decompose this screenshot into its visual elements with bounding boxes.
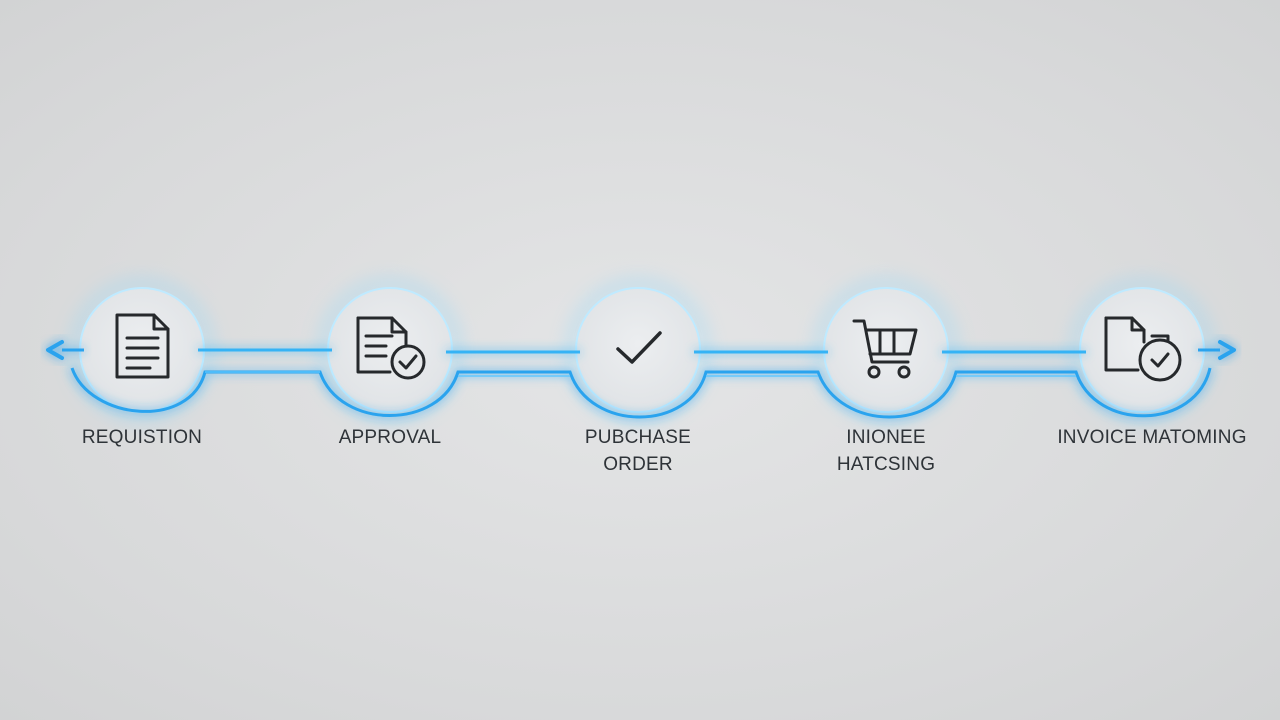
- step-label-4: INIONEE HATCSING: [836, 427, 936, 475]
- connector-lines: [70, 348, 1212, 419]
- shopping-cart-icon: [852, 319, 918, 379]
- step-label-1: REQUISTION: [81, 427, 203, 448]
- invoice-clock-check-icon: [1104, 316, 1182, 382]
- step-label-2: APPROVAL: [338, 427, 442, 448]
- step-label-3: PUBCHASE ORDER: [584, 427, 692, 475]
- step-label-5: INVOICE MATOMING: [1057, 427, 1247, 448]
- left-arrow-icon: [46, 340, 84, 360]
- document-icon: [115, 313, 170, 379]
- checkmark-icon: [616, 331, 662, 364]
- right-arrow-icon: [1198, 340, 1236, 360]
- document-check-icon: [356, 316, 426, 380]
